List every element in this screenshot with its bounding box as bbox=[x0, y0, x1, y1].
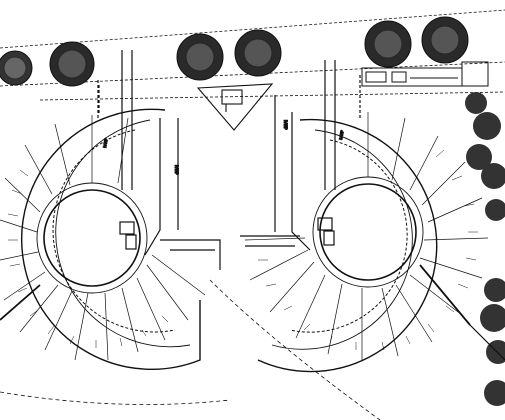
right-spine bbox=[98, 60, 505, 361]
tree-icon bbox=[466, 144, 492, 170]
svg-text:RAMP: RAMP bbox=[174, 165, 179, 175]
right-spiral-ramp: RAMP RAMP bbox=[98, 60, 505, 373]
ramp-divisions bbox=[0, 115, 206, 361]
top-right-building bbox=[361, 61, 489, 87]
left-spiral-ramp: RAMP RAMP bbox=[0, 50, 221, 370]
svg-text:RAMP: RAMP bbox=[338, 129, 345, 140]
tree-row-top bbox=[0, 16, 469, 87]
tree-icon bbox=[480, 304, 505, 332]
tree-icon bbox=[234, 29, 282, 77]
central-triangle bbox=[196, 83, 274, 131]
right-core bbox=[319, 183, 417, 281]
tree-icon bbox=[473, 112, 501, 140]
left-core bbox=[43, 189, 141, 287]
tree-icon bbox=[0, 50, 33, 86]
svg-text:RAMP: RAMP bbox=[283, 120, 288, 130]
ramp-divisions bbox=[244, 112, 489, 360]
tree-icon bbox=[49, 41, 95, 87]
tree-icon bbox=[484, 278, 505, 302]
tree-column-right bbox=[465, 92, 505, 406]
svg-text:RAMP: RAMP bbox=[102, 137, 109, 148]
tree-icon bbox=[364, 20, 412, 68]
tree-icon bbox=[481, 163, 505, 189]
tree-icon bbox=[421, 16, 469, 64]
ground-path bbox=[0, 279, 381, 420]
tree-icon bbox=[465, 92, 487, 114]
tree-icon bbox=[176, 33, 224, 81]
tree-icon bbox=[485, 199, 505, 221]
tree-icon bbox=[484, 380, 505, 406]
left-spine bbox=[0, 50, 221, 321]
